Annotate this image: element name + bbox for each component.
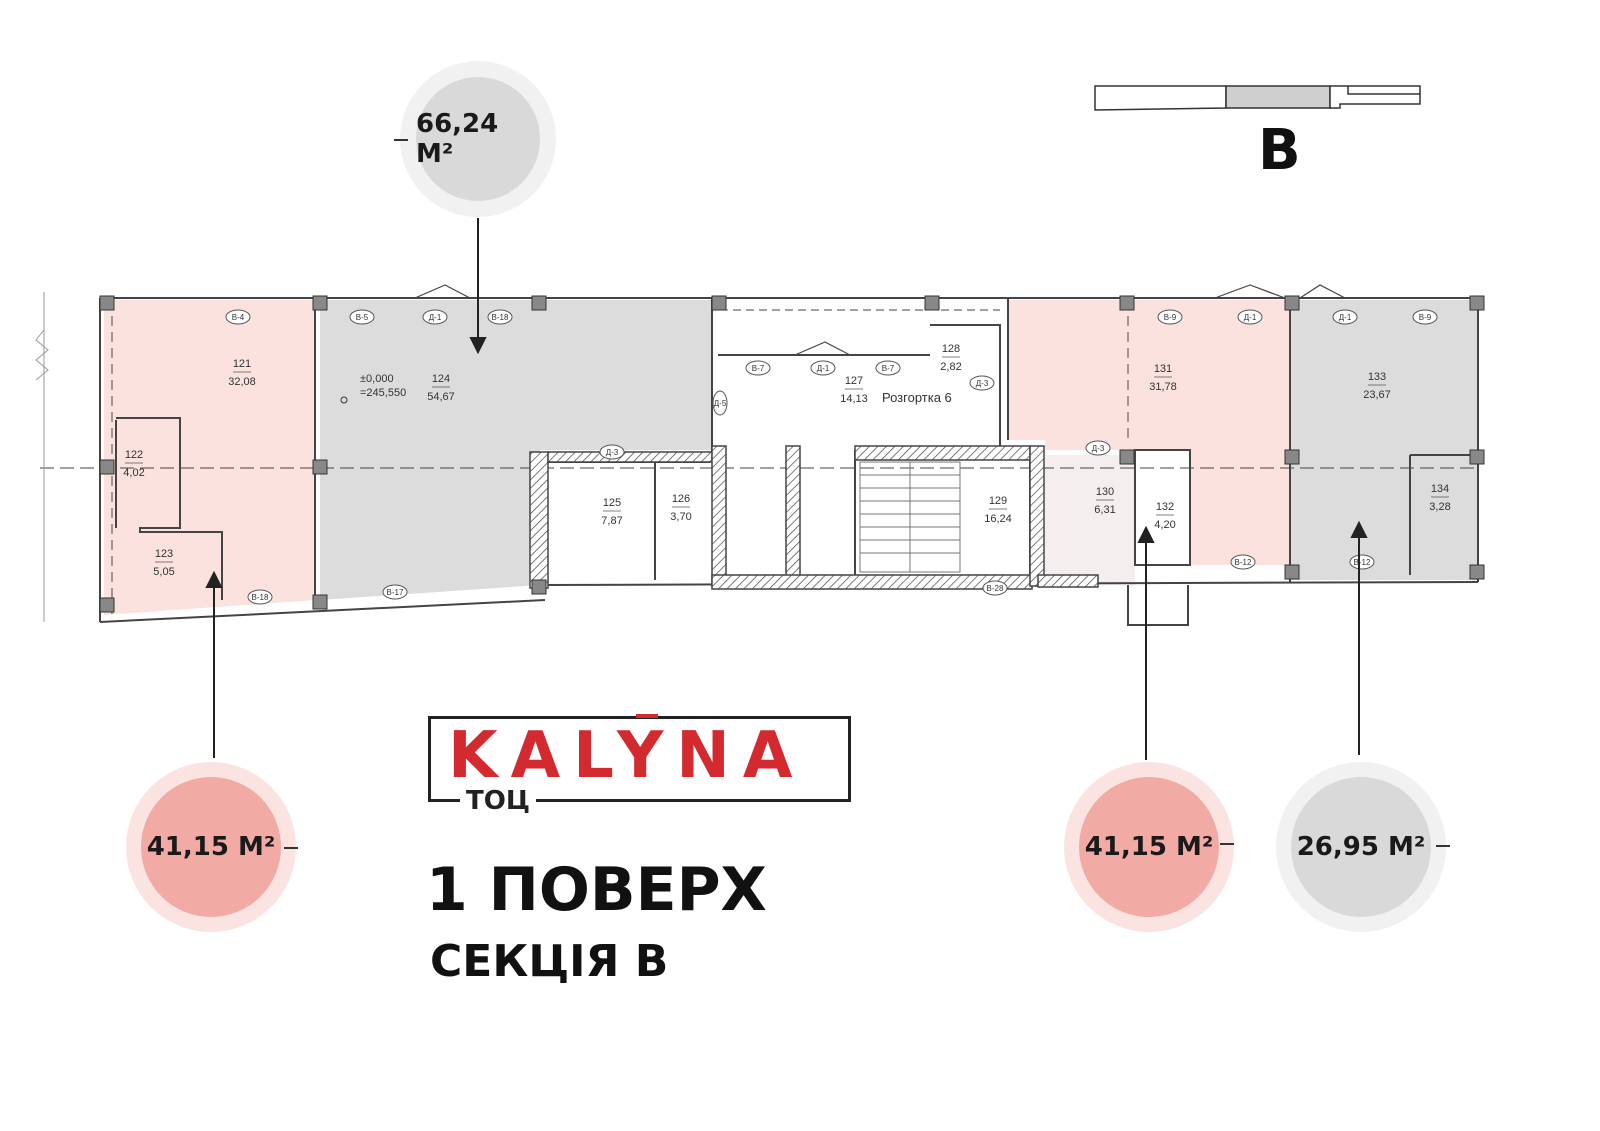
tag-d3-a: Д-3 <box>976 379 989 388</box>
room-area: 23,67 <box>1363 389 1391 401</box>
columns <box>99 295 1485 613</box>
tag-b18-b: В-18 <box>252 593 269 602</box>
leader-tick <box>1220 843 1234 845</box>
tag-d1-b: Д-1 <box>817 364 830 373</box>
stairs <box>859 461 961 573</box>
room-area: 7,87 <box>601 515 622 527</box>
room-number: 122 <box>125 449 143 461</box>
area-bubble-left-pink[interactable]: 41,15 М² <box>126 762 296 932</box>
tag-b17: В-17 <box>387 588 404 597</box>
room-number: 129 <box>989 495 1007 507</box>
room-number: 133 <box>1368 371 1386 383</box>
level-mark-2: =245,550 <box>360 387 406 399</box>
room-number: 134 <box>1431 483 1449 495</box>
room-number: 121 <box>233 358 251 370</box>
room-number: 130 <box>1096 486 1114 498</box>
tag-b9-b: В-9 <box>1419 313 1432 322</box>
area-bubble-right-grey[interactable]: 26,95 М² <box>1276 762 1446 932</box>
area-label: 26,95 М² <box>1296 832 1426 862</box>
room-area: 2,82 <box>940 361 961 373</box>
room-number: 123 <box>155 548 173 560</box>
room-area: 54,67 <box>427 391 455 403</box>
room-number: 125 <box>603 497 621 509</box>
area-bubble-top-grey[interactable]: 66,24 М² <box>400 61 556 217</box>
room-area: 5,05 <box>153 566 174 578</box>
room-number: 124 <box>432 373 450 385</box>
room-number: 131 <box>1154 363 1172 375</box>
room-area: 6,31 <box>1094 504 1115 516</box>
room-number: 126 <box>672 493 690 505</box>
logo-accent <box>636 714 658 718</box>
area-label: 66,24 М² <box>416 109 499 169</box>
area-bubble-right-pink[interactable]: 41,15 М² <box>1064 762 1234 932</box>
tag-b12-a: В-12 <box>1235 558 1252 567</box>
leader-tick <box>1436 845 1450 847</box>
section-key <box>1094 85 1421 111</box>
room-number: 132 <box>1156 501 1174 513</box>
leader-lines <box>205 218 1368 760</box>
tag-d1-d: Д-1 <box>1339 313 1352 322</box>
tag-d3-b: Д-3 <box>606 448 619 457</box>
tag-b4: В-4 <box>232 313 245 322</box>
element-tags: В-4 В-5 Д-1 В-18 В-7 Д-1 В-7 Д-3 Д-3 Д-5… <box>225 309 1438 605</box>
room-area: 16,24 <box>984 513 1012 525</box>
zone-fills <box>104 300 1478 615</box>
room-labels: 121 32,08 122 4,02 123 5,05 124 54,67 125 7,87 126… <box>123 343 1450 578</box>
area-label: 41,15 М² <box>1084 832 1214 862</box>
floor-title: 1 ПОВЕРХ <box>426 855 767 925</box>
room-number: 128 <box>942 343 960 355</box>
room-area: 4,20 <box>1154 519 1175 531</box>
tag-d5: Д-5 <box>714 399 727 408</box>
room-number: 127 <box>845 375 863 387</box>
tag-b5: В-5 <box>356 313 369 322</box>
room-area: 14,13 <box>840 393 868 405</box>
tag-b9-a: В-9 <box>1164 313 1177 322</box>
tag-b7-b: В-7 <box>882 364 895 373</box>
room-area: 32,08 <box>228 376 256 388</box>
section-letter: B <box>1258 118 1301 183</box>
tag-d1-c: Д-1 <box>1244 313 1257 322</box>
room-area: 3,70 <box>670 511 691 523</box>
level-mark-1: ±0,000 <box>360 373 394 385</box>
logo-brand: KALYNA <box>448 719 806 793</box>
tag-b18-a: В-18 <box>492 313 509 322</box>
tag-b28: В-28 <box>987 584 1004 593</box>
stair-note: Розгортка 6 <box>882 390 952 405</box>
plan-notes: ±0,000 =245,550 Розгортка 6 <box>340 373 952 405</box>
tag-b12-b: В-12 <box>1354 558 1371 567</box>
tag-d3-c: Д-3 <box>1092 444 1105 453</box>
room-area: 3,28 <box>1429 501 1450 513</box>
area-label: 41,15 М² <box>146 832 276 862</box>
section-title: СЕКЦІЯ В <box>430 936 669 987</box>
logo-subtitle: ТОЦ <box>460 786 536 816</box>
leader-tick <box>284 847 298 849</box>
hatched-walls <box>529 445 1099 590</box>
tag-d1-a: Д-1 <box>429 313 442 322</box>
room-area: 4,02 <box>123 467 144 479</box>
tag-b7-a: В-7 <box>752 364 765 373</box>
room-area: 31,78 <box>1149 381 1177 393</box>
leader-tick <box>394 139 408 141</box>
door-swings <box>414 284 1346 356</box>
